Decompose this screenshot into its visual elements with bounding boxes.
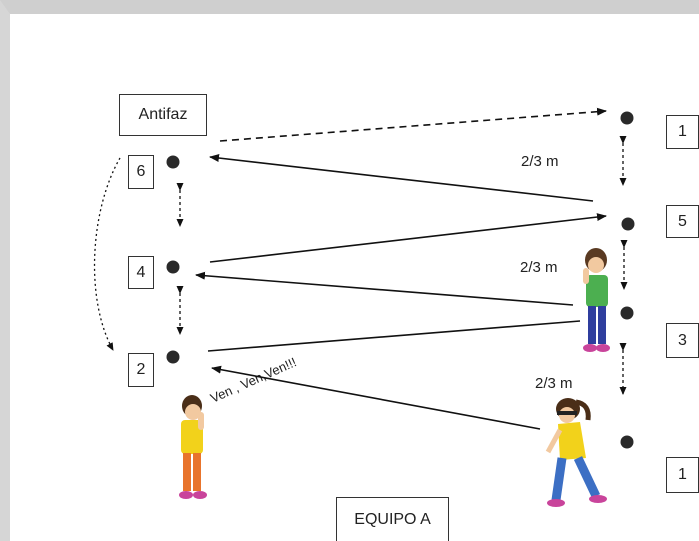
right-number-box-top: 1 [666,115,699,149]
line-left2-to-right3 [207,320,581,352]
dot-left-6 [166,155,180,169]
dot-right-1-bottom [620,435,634,449]
right-number-box-bottom: 1 [666,457,699,493]
distance-label-bottom: 2/3 m [535,375,573,392]
team-box: EQUIPO A [336,497,449,541]
dot-left-2 [166,350,180,364]
right-number-third: 3 [678,331,687,349]
arrow-left4-to-right5 [209,213,607,263]
child-yellow-shirt [179,395,207,499]
dot-left-4 [166,260,180,274]
dot-right-1-top [620,111,634,125]
arrow-right1-to-left2 [211,365,541,430]
right-number-bottom: 1 [678,466,687,483]
dot-right-5 [621,217,635,231]
child-green-shirt [583,248,610,352]
right-number-second: 5 [678,212,687,230]
antifaz-box: Antifaz [119,94,207,136]
left-number-bottom: 2 [136,361,146,378]
left-number-top: 6 [136,163,146,180]
arrow-right5-to-left6 [209,154,594,202]
dashed-arrow-antifaz [219,107,607,142]
left-number-box-top: 6 [128,155,154,189]
team-label: EQUIPO A [354,510,431,528]
antifaz-label: Antifaz [138,106,188,123]
dot-right-3 [620,306,634,320]
arrow-right3-to-left4 [195,271,574,306]
left-number-middle: 4 [136,263,146,281]
right-number-top: 1 [678,123,687,140]
left-number-box-middle: 4 [128,256,154,289]
distance-label-middle: 2/3 m [520,259,558,276]
right-number-box-second: 5 [666,205,699,238]
child-blindfolded [545,398,607,507]
distance-label-top: 2/3 m [521,153,559,170]
left-number-box-bottom: 2 [128,353,154,387]
dotted-curve-arrow [93,157,121,351]
